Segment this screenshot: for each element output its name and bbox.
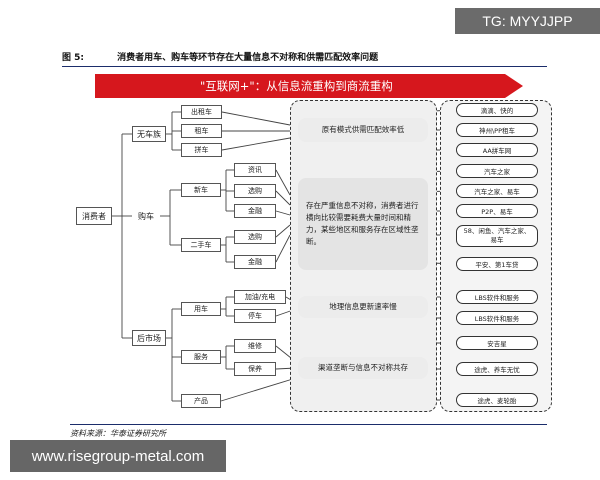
solution-item: 途虎、养车无忧: [456, 362, 538, 376]
solution-item: 安吉星: [456, 336, 538, 350]
node-parts: 产品: [181, 394, 221, 408]
node-used-car: 二手车: [181, 238, 221, 252]
solution-item: 汽车之家: [456, 164, 538, 178]
stage-after: 后市场: [132, 330, 166, 346]
node-use-car: 用车: [181, 302, 221, 316]
node-new-finance: 金融: [234, 204, 276, 218]
solution-item: 神州\PP租车: [456, 123, 538, 137]
issue-buy: 存在严重信息不对称，消费者进行横向比较需要耗费大量时间和精力，某些地区和服务存在…: [298, 178, 428, 270]
solution-item: 汽车之家、易车: [456, 184, 538, 198]
node-fuel-charge: 加油/充电: [234, 290, 286, 304]
issue-use-car: 地理信息更新速率慢: [298, 296, 428, 318]
node-maintenance: 保养: [234, 362, 276, 376]
solution-item: 58、闲鱼、汽车之家、易车: [456, 225, 538, 247]
solution-item: LBS软件和服务: [456, 311, 538, 325]
stage-no-car: 无车族: [132, 126, 166, 142]
figure-label: 图 5:: [62, 53, 84, 63]
banner-text: "互联网+"：从信息流重构到商流重构: [200, 79, 393, 93]
issue-no-car: 原有模式供需匹配效率低: [298, 118, 428, 142]
solution-item: P2P、易车: [456, 204, 538, 218]
solution-item: AA拼车网: [456, 143, 538, 157]
node-new-car: 新车: [181, 183, 221, 197]
solution-item: 滴滴、快的: [456, 103, 538, 117]
figure-title: 图 5: 消费者用车、购车等环节存在大量信息不对称和供需匹配效率问题: [62, 50, 547, 67]
node-new-select: 选购: [234, 184, 276, 198]
figure-title-text: 消费者用车、购车等环节存在大量信息不对称和供需匹配效率问题: [117, 53, 379, 63]
node-used-finance: 金融: [234, 255, 276, 269]
node-carpool: 拼车: [181, 143, 222, 157]
solution-item: LBS软件和服务: [456, 290, 538, 304]
issue-service: 渠道垄断与信息不对称共存: [298, 357, 428, 379]
watermark-top: TG: MYYJJPP: [455, 8, 600, 34]
node-taxi: 出租车: [181, 105, 222, 119]
node-parking: 停车: [234, 309, 276, 323]
node-new-info: 资讯: [234, 163, 276, 177]
watermark-bottom: www.risegroup-metal.com: [10, 440, 226, 472]
solution-item: 平安、第1车贷: [456, 257, 538, 271]
root-consumer: 消费者: [76, 207, 112, 225]
node-rental: 租车: [181, 124, 222, 138]
node-used-select: 选购: [234, 230, 276, 244]
node-service: 服务: [181, 350, 221, 364]
stage-buy: 购车: [132, 208, 160, 224]
solution-item: 途虎、麦轮胎: [456, 393, 538, 407]
source-note: 资料来源：华泰证券研究所: [70, 424, 547, 439]
banner-arrow: [95, 74, 523, 98]
node-repair: 维修: [234, 339, 276, 353]
